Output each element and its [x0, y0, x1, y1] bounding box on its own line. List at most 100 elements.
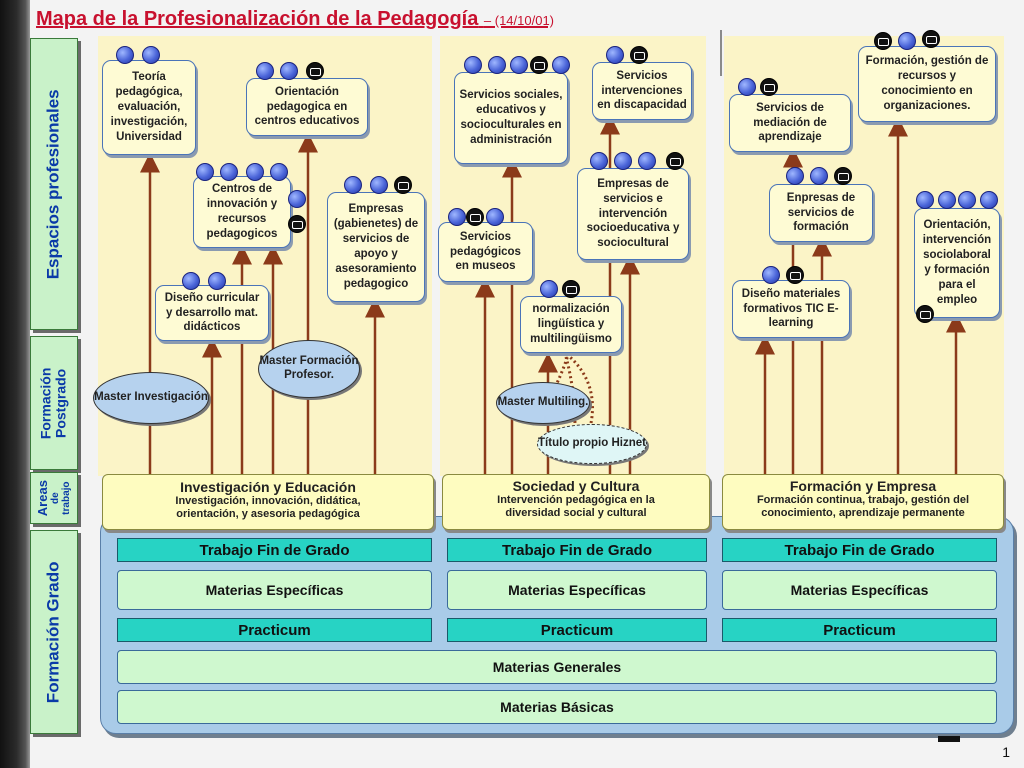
globe-icon: [464, 56, 482, 74]
label-formacion-postgrado: Formación Postgrado: [30, 336, 78, 470]
globe-icon: [344, 176, 362, 194]
globe-icon: [810, 167, 828, 185]
camera-icon: [306, 62, 324, 80]
tfg-bar-1: Trabajo Fin de Grado: [117, 538, 432, 562]
practicum-bar-2: Practicum: [447, 618, 707, 642]
node-diseno-curricular: Diseño curricular y desarrollo mat. didá…: [155, 285, 269, 341]
globe-icon: [916, 191, 934, 209]
node-orientacion-sociolaboral: Orientación, intervención sociolaboral y…: [914, 208, 1000, 318]
globe-icon: [540, 280, 558, 298]
camera-icon: [530, 56, 548, 74]
area-1-subtitle-2: orientación, y asesoria pedagógica: [176, 508, 360, 521]
camera-icon: [760, 78, 778, 96]
materias-generales-bar: Materias Generales: [117, 650, 997, 684]
practicum-bar-1: Practicum: [117, 618, 432, 642]
camera-icon: [786, 266, 804, 284]
area-1-title: Investigación y Educación: [180, 479, 356, 495]
area-2-subtitle-2: diversidad social y cultural: [505, 507, 647, 520]
globe-icon: [280, 62, 298, 80]
area-3-subtitle-1: Formación continua, trabajo, gestión del: [756, 494, 970, 506]
globe-icon: [256, 62, 274, 80]
decorative-block: [938, 736, 960, 742]
materias-basicas-bar: Materias Básicas: [117, 690, 997, 724]
globe-icon: [220, 163, 238, 181]
area-2-subtitle-1: Intervención pedagógica en la: [497, 494, 655, 506]
globe-icon: [488, 56, 506, 74]
especificas-bar-2: Materias Específicas: [447, 570, 707, 610]
camera-icon: [916, 305, 934, 323]
ellipse-master-multiling: Master Multiling.: [496, 382, 590, 424]
globe-icon: [510, 56, 528, 74]
node-servicios-museos: Servicios pedagógicos en museos: [438, 222, 533, 282]
node-servicios-discapacidad: Servicios intervenciones en discapacidad: [592, 62, 692, 120]
camera-icon: [466, 208, 484, 226]
binder-spine: [0, 0, 30, 768]
especificas-bar-3: Materias Específicas: [722, 570, 997, 610]
node-empresas-formacion: Enpresas de servicios de formación: [769, 184, 873, 242]
camera-icon: [288, 215, 306, 233]
globe-icon: [738, 78, 756, 96]
especificas-bar-1: Materias Específicas: [117, 570, 432, 610]
globe-icon: [116, 46, 134, 64]
node-diseno-materiales-tic: Diseño materiales formativos TIC E-learn…: [732, 280, 850, 338]
globe-icon: [196, 163, 214, 181]
node-servicios-sociales: Servicios sociales, educativos y sociocu…: [454, 72, 568, 164]
node-formacion-gestion-recursos: Formación, gestión de recursos y conocim…: [858, 46, 996, 122]
globe-icon: [786, 167, 804, 185]
camera-icon: [666, 152, 684, 170]
node-empresas-gabinetes: Empresas (gabienetes) de servicios de ap…: [327, 192, 425, 302]
node-centros-innovacion: Centros de innovación y recursos pedagog…: [193, 176, 291, 248]
practicum-bar-3: Practicum: [722, 618, 997, 642]
camera-icon: [562, 280, 580, 298]
globe-icon: [552, 56, 570, 74]
globe-icon: [938, 191, 956, 209]
area-investigacion-educacion: Investigación y Educación Investigación,…: [102, 474, 434, 530]
title-date: – (14/10/01): [483, 13, 555, 28]
page-number: 1: [1002, 744, 1010, 760]
camera-icon: [834, 167, 852, 185]
node-empresas-socioeducativa: Empresas de servicios e intervención soc…: [577, 168, 689, 260]
area-1-subtitle-1: Investigación, innovación, didática,: [175, 495, 361, 507]
area-3-title: Formación y Empresa: [789, 478, 937, 494]
globe-icon: [370, 176, 388, 194]
globe-icon: [898, 32, 916, 50]
title-text: Mapa de la Profesionalización de la Peda…: [36, 8, 479, 30]
globe-icon: [288, 190, 306, 208]
camera-icon: [394, 176, 412, 194]
area-sociedad-cultura: Sociedad y Cultura Intervención pedagógi…: [442, 474, 710, 530]
globe-icon: [270, 163, 288, 181]
globe-icon: [614, 152, 632, 170]
globe-icon: [486, 208, 504, 226]
node-orientacion-centros: Orientación pedagogica en centros educat…: [246, 78, 368, 136]
node-servicios-mediacion: Servicios de mediación de aprendizaje: [729, 94, 851, 152]
globe-icon: [246, 163, 264, 181]
camera-icon: [630, 46, 648, 64]
area-3-subtitle-2: conocimiento, aprendizaje permanente: [761, 507, 965, 520]
globe-icon: [182, 272, 200, 290]
globe-icon: [762, 266, 780, 284]
ellipse-master-formacion-profesor: Master Formación Profesor.: [258, 340, 360, 398]
tfg-bar-3: Trabajo Fin de Grado: [722, 538, 997, 562]
globe-icon: [638, 152, 656, 170]
divider-line: [720, 30, 722, 76]
label-areas-trabajo: Areas de trabajo: [30, 472, 78, 524]
globe-icon: [142, 46, 160, 64]
node-normalizacion-linguistica: normalización lingüística y multilingüis…: [520, 296, 622, 353]
page-title: Mapa de la Profesionalización de la Peda…: [36, 8, 554, 31]
globe-icon: [590, 152, 608, 170]
camera-icon: [922, 30, 940, 48]
tfg-bar-2: Trabajo Fin de Grado: [447, 538, 707, 562]
ellipse-titulo-propio: Título propio Hiznet: [537, 424, 647, 464]
globe-icon: [448, 208, 466, 226]
camera-icon: [874, 32, 892, 50]
globe-icon: [980, 191, 998, 209]
globe-icon: [208, 272, 226, 290]
label-espacios-profesionales: Espacios profesionales: [30, 38, 78, 330]
globe-icon: [606, 46, 624, 64]
globe-icon: [958, 191, 976, 209]
area-2-title: Sociedad y Cultura: [512, 478, 640, 494]
area-formacion-empresa: Formación y Empresa Formación continua, …: [722, 474, 1004, 530]
node-teoria-pedagogica: Teoría pedagógica, evaluación, investiga…: [102, 60, 196, 155]
ellipse-master-investigacion: Master Investigación: [93, 372, 209, 424]
label-formacion-grado: Formación Grado: [30, 530, 78, 734]
